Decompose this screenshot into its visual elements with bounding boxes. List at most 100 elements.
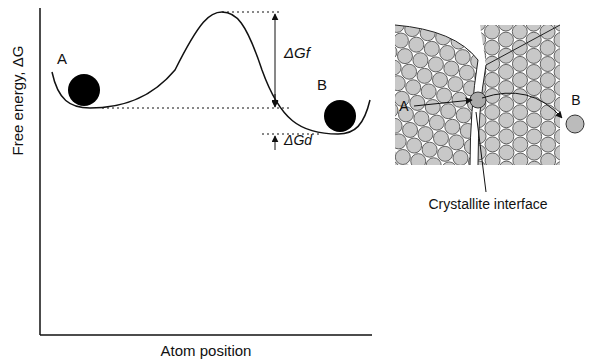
atom: [582, 97, 597, 112]
atom: [570, 269, 585, 284]
atom: [342, 164, 357, 179]
axis-label: Free energy, ΔG: [11, 45, 26, 155]
atom: [328, 59, 343, 74]
atom: [447, 18, 462, 33]
atom: [485, 0, 500, 15]
atom: [429, 115, 444, 130]
atom: [443, 0, 458, 15]
atom: [381, 0, 396, 1]
atom: [532, 12, 547, 27]
atom: [582, 145, 597, 160]
atom: [543, 1, 558, 16]
atom: [357, 168, 372, 183]
atom: [415, 96, 430, 111]
atom: [470, 92, 486, 108]
atom: [554, 0, 569, 15]
atom: [499, 129, 514, 144]
atom: [415, 64, 430, 79]
atom: [596, 41, 603, 56]
atom: [459, 65, 474, 80]
atom: [596, 137, 603, 152]
atom: [415, 169, 430, 184]
atom: [512, 40, 527, 55]
atom: [363, 83, 378, 98]
atom: [354, 0, 369, 9]
atom: [315, 171, 330, 186]
atom: [485, 217, 500, 232]
atom: [337, 90, 352, 105]
atom: [554, 16, 569, 31]
atom: [589, 13, 603, 28]
atom: [374, 13, 389, 28]
atom: [387, 64, 402, 79]
atom: [354, 211, 369, 226]
atom: [453, 150, 468, 165]
atom: [402, 120, 417, 135]
axis-label: Atom position: [161, 343, 252, 358]
atom: [393, 33, 408, 48]
atom: [555, 194, 570, 209]
atom: [458, 7, 473, 22]
atom: [431, 232, 446, 247]
atom: [574, 9, 589, 24]
atom: [314, 113, 329, 128]
atom: [367, 40, 382, 55]
atom: [472, 258, 487, 273]
atom: [546, 175, 561, 190]
atom: [524, 256, 539, 271]
atom: [497, 0, 512, 3]
atom: [568, 73, 583, 88]
atom: [444, 209, 459, 224]
atom: [288, 179, 303, 194]
atom: [388, 80, 403, 95]
atom: [351, 36, 366, 51]
atom: [426, 158, 441, 173]
atom: [454, 0, 469, 6]
atom: [376, 130, 391, 145]
atom: [339, 207, 354, 222]
atom: [347, 21, 362, 36]
atom: [368, 157, 383, 172]
atom: [345, 121, 360, 136]
atom: [372, 114, 387, 129]
atom: [596, 186, 603, 201]
atom: [349, 137, 364, 152]
atom: [429, 137, 444, 152]
atom: [474, 228, 489, 243]
atom: [429, 0, 444, 7]
atom: [554, 32, 569, 47]
atom: [571, 52, 586, 67]
atom: [499, 64, 514, 79]
atom: [592, 188, 603, 203]
atom: [415, 80, 430, 95]
atom: [385, 219, 400, 234]
atom: [581, 199, 596, 214]
atom: [322, 144, 337, 159]
atom: [569, 186, 584, 201]
atom: [582, 113, 597, 128]
atom: [433, 73, 448, 88]
atom: [309, 39, 324, 54]
atom: [558, 5, 573, 20]
callout-label: Crystallite interface: [428, 197, 547, 211]
atom: [444, 61, 459, 76]
atom: [527, 129, 542, 144]
atom: [485, 40, 500, 55]
atom: [593, 29, 603, 44]
atom: [558, 222, 573, 237]
atom: [375, 72, 390, 87]
atom: [370, 0, 385, 13]
atom: [318, 129, 333, 144]
atom: [471, 0, 486, 15]
atom: [401, 56, 416, 71]
atom: [562, 20, 577, 35]
atom: [499, 113, 514, 128]
atom: [429, 8, 444, 23]
atom: [407, 138, 422, 153]
atom: [541, 121, 556, 136]
atom: [358, 9, 373, 24]
atom: [520, 241, 535, 256]
atom: [414, 111, 429, 126]
atom: [439, 0, 454, 2]
atom: [457, 8, 472, 23]
